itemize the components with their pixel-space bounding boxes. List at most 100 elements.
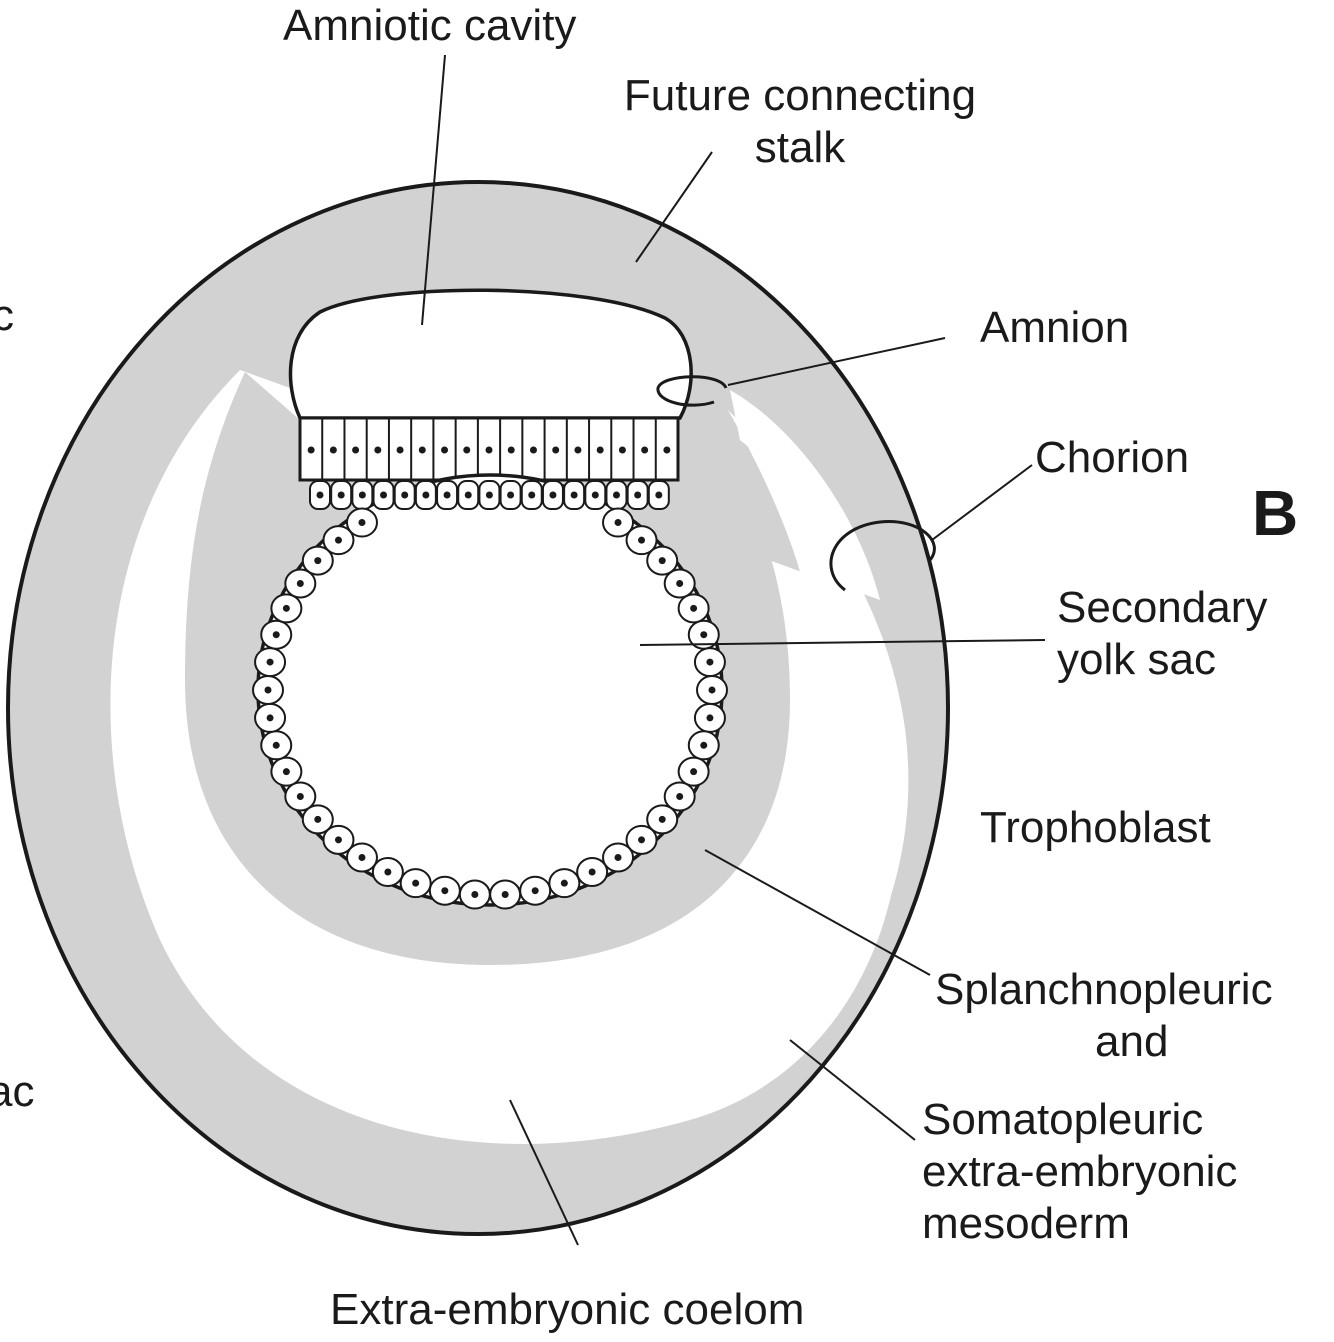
amnion-loop-marker — [656, 375, 728, 407]
leader-amnion — [727, 337, 946, 386]
label-secondary-yolk-sac-line2: yolk sac — [1057, 635, 1216, 684]
hypoblast-cell-nucleus — [612, 491, 620, 499]
yolk-sac-cell-nucleus — [358, 519, 366, 527]
hypoblast-cell-nucleus — [337, 491, 345, 499]
label-future-connecting-stalk-line2: stalk — [754, 123, 846, 172]
yolk-sac-cell-nucleus — [266, 714, 274, 722]
amniotic-cavity-shape — [288, 288, 693, 420]
yolk-sac-cell-nucleus — [676, 793, 684, 801]
yolk-sac-cell-nucleus — [272, 741, 280, 749]
hypoblast-cell-nucleus — [634, 491, 642, 499]
leader-splanchnopleuric — [704, 849, 931, 976]
yolk-sac-cell-nucleus — [471, 891, 479, 899]
yolk-sac-cell-nucleus — [638, 836, 646, 844]
hypoblast-cell-nucleus — [443, 491, 451, 499]
leader-secondary-yolk-sac — [639, 639, 1046, 646]
yolk-sac-cell-nucleus — [614, 519, 622, 527]
hypoblast-cell-nucleus — [380, 491, 388, 499]
epiblast-cell-nucleus — [596, 446, 604, 454]
epiblast-cell-nucleus — [485, 446, 493, 454]
label-amnion: Amnion — [980, 303, 1130, 352]
hypoblast-cell-nucleus — [549, 491, 557, 499]
yolk-sac-cell-nucleus — [441, 887, 449, 895]
yolk-sac-cell-nucleus — [334, 836, 342, 844]
yolk-sac-cell-nucleus — [638, 536, 646, 544]
yolk-sac-cells — [252, 507, 728, 910]
yolk-sac-cell-nucleus — [282, 604, 290, 612]
epiblast-cell-nucleus — [552, 446, 560, 454]
label-fragment-left-bottom: ac — [0, 1067, 35, 1116]
epiblast-cell-nucleus — [618, 446, 626, 454]
leader-somatopleuric — [789, 1039, 916, 1141]
hypoblast-cell-nucleus — [655, 491, 663, 499]
yolk-sac-cell-nucleus — [412, 879, 420, 887]
label-somatopleuric: Somatopleuric extra-embryonic mesoderm — [922, 1094, 1237, 1250]
leader-amniotic-cavity — [421, 54, 446, 326]
leader-future-connecting-stalk — [635, 151, 713, 263]
yolk-sac-cell-nucleus — [334, 536, 342, 544]
hypoblast-cells — [309, 480, 670, 510]
yolk-sac-cell-nucleus — [358, 853, 366, 861]
epiblast-cell-nucleus — [529, 446, 537, 454]
yolk-sac-cell-nucleus — [272, 631, 280, 639]
hypoblast-cell-nucleus — [485, 491, 493, 499]
epiblast-cell-nucleus — [463, 446, 471, 454]
label-mesoderm: Splanchnopleuric and — [935, 964, 1334, 1068]
yolk-sac-cell-nucleus — [706, 714, 714, 722]
hypoblast-cell-nucleus — [528, 491, 536, 499]
epiblast-cell-nucleus — [307, 446, 315, 454]
yolk-sac-cell-nucleus — [314, 815, 322, 823]
epiblast-cell-nucleus — [574, 446, 582, 454]
yolk-sac-cell-nucleus — [690, 768, 698, 776]
hypoblast-cell-nucleus — [358, 491, 366, 499]
label-chorion: Chorion — [1035, 433, 1190, 482]
hypoblast-cell-nucleus — [401, 491, 409, 499]
yolk-sac-cell-nucleus — [296, 793, 304, 801]
yolk-sac-cell-nucleus — [266, 658, 274, 666]
epiblast-cell-nucleus — [396, 446, 404, 454]
yolk-sac-cell-nucleus — [700, 631, 708, 639]
epiblast-cell-nucleus — [352, 446, 360, 454]
yolk-sac-cell-nucleus — [560, 879, 568, 887]
label-future-connecting-stalk: Future connecting stalk — [585, 70, 1015, 174]
epiblast-cell-nucleus — [374, 446, 382, 454]
hypoblast-cell-nucleus — [464, 491, 472, 499]
chorion-loop-marker — [829, 520, 936, 592]
yolk-sac-cell-nucleus — [700, 741, 708, 749]
hypoblast-cell-nucleus — [507, 491, 515, 499]
yolk-sac-cell-nucleus — [588, 868, 596, 876]
epiblast-cells — [307, 418, 671, 480]
yolk-sac-cell-nucleus — [384, 868, 392, 876]
label-extra-embryonic-coelom: Extra-embryonic coelom — [330, 1285, 805, 1334]
epiblast-cell-nucleus — [329, 446, 337, 454]
yolk-sac-cell-nucleus — [658, 815, 666, 823]
label-mesoderm-line4: extra-embryonic — [922, 1147, 1238, 1196]
yolk-sac-cell-nucleus — [706, 658, 714, 666]
label-future-connecting-stalk-line1: Future connecting — [623, 71, 977, 120]
label-fragment-left-top: c — [0, 291, 14, 340]
yolk-sac-cell-nucleus — [314, 557, 322, 565]
epiblast-cell-nucleus — [641, 446, 649, 454]
epiblast-cell-nucleus — [663, 446, 671, 454]
epiblast-cell-nucleus — [441, 446, 449, 454]
label-mesoderm-line5: mesoderm — [922, 1199, 1130, 1248]
yolk-sac-cell-nucleus — [614, 853, 622, 861]
label-mesoderm-line3: Somatopleuric — [922, 1095, 1204, 1144]
yolk-sac-cell-nucleus — [676, 579, 684, 587]
yolk-sac-cell-nucleus — [264, 686, 272, 694]
yolk-sac-cell-nucleus — [296, 579, 304, 587]
label-mesoderm-line1: Splanchnopleuric — [935, 965, 1273, 1014]
hypoblast-cell-nucleus — [422, 491, 430, 499]
yolk-sac-cell-nucleus — [282, 768, 290, 776]
yolk-sac-cell-nucleus — [531, 887, 539, 895]
label-amniotic-cavity: Amniotic cavity — [283, 1, 577, 50]
yolk-sac-cell-nucleus — [708, 686, 716, 694]
leader-chorion — [931, 464, 1033, 541]
epiblast-cell-nucleus — [418, 446, 426, 454]
label-secondary-yolk-sac: Secondary yolk sac — [1057, 582, 1267, 686]
yolk-sac-cell-nucleus — [658, 557, 666, 565]
leader-extra-embryonic-coelom — [509, 1099, 579, 1246]
hypoblast-cell-nucleus — [570, 491, 578, 499]
